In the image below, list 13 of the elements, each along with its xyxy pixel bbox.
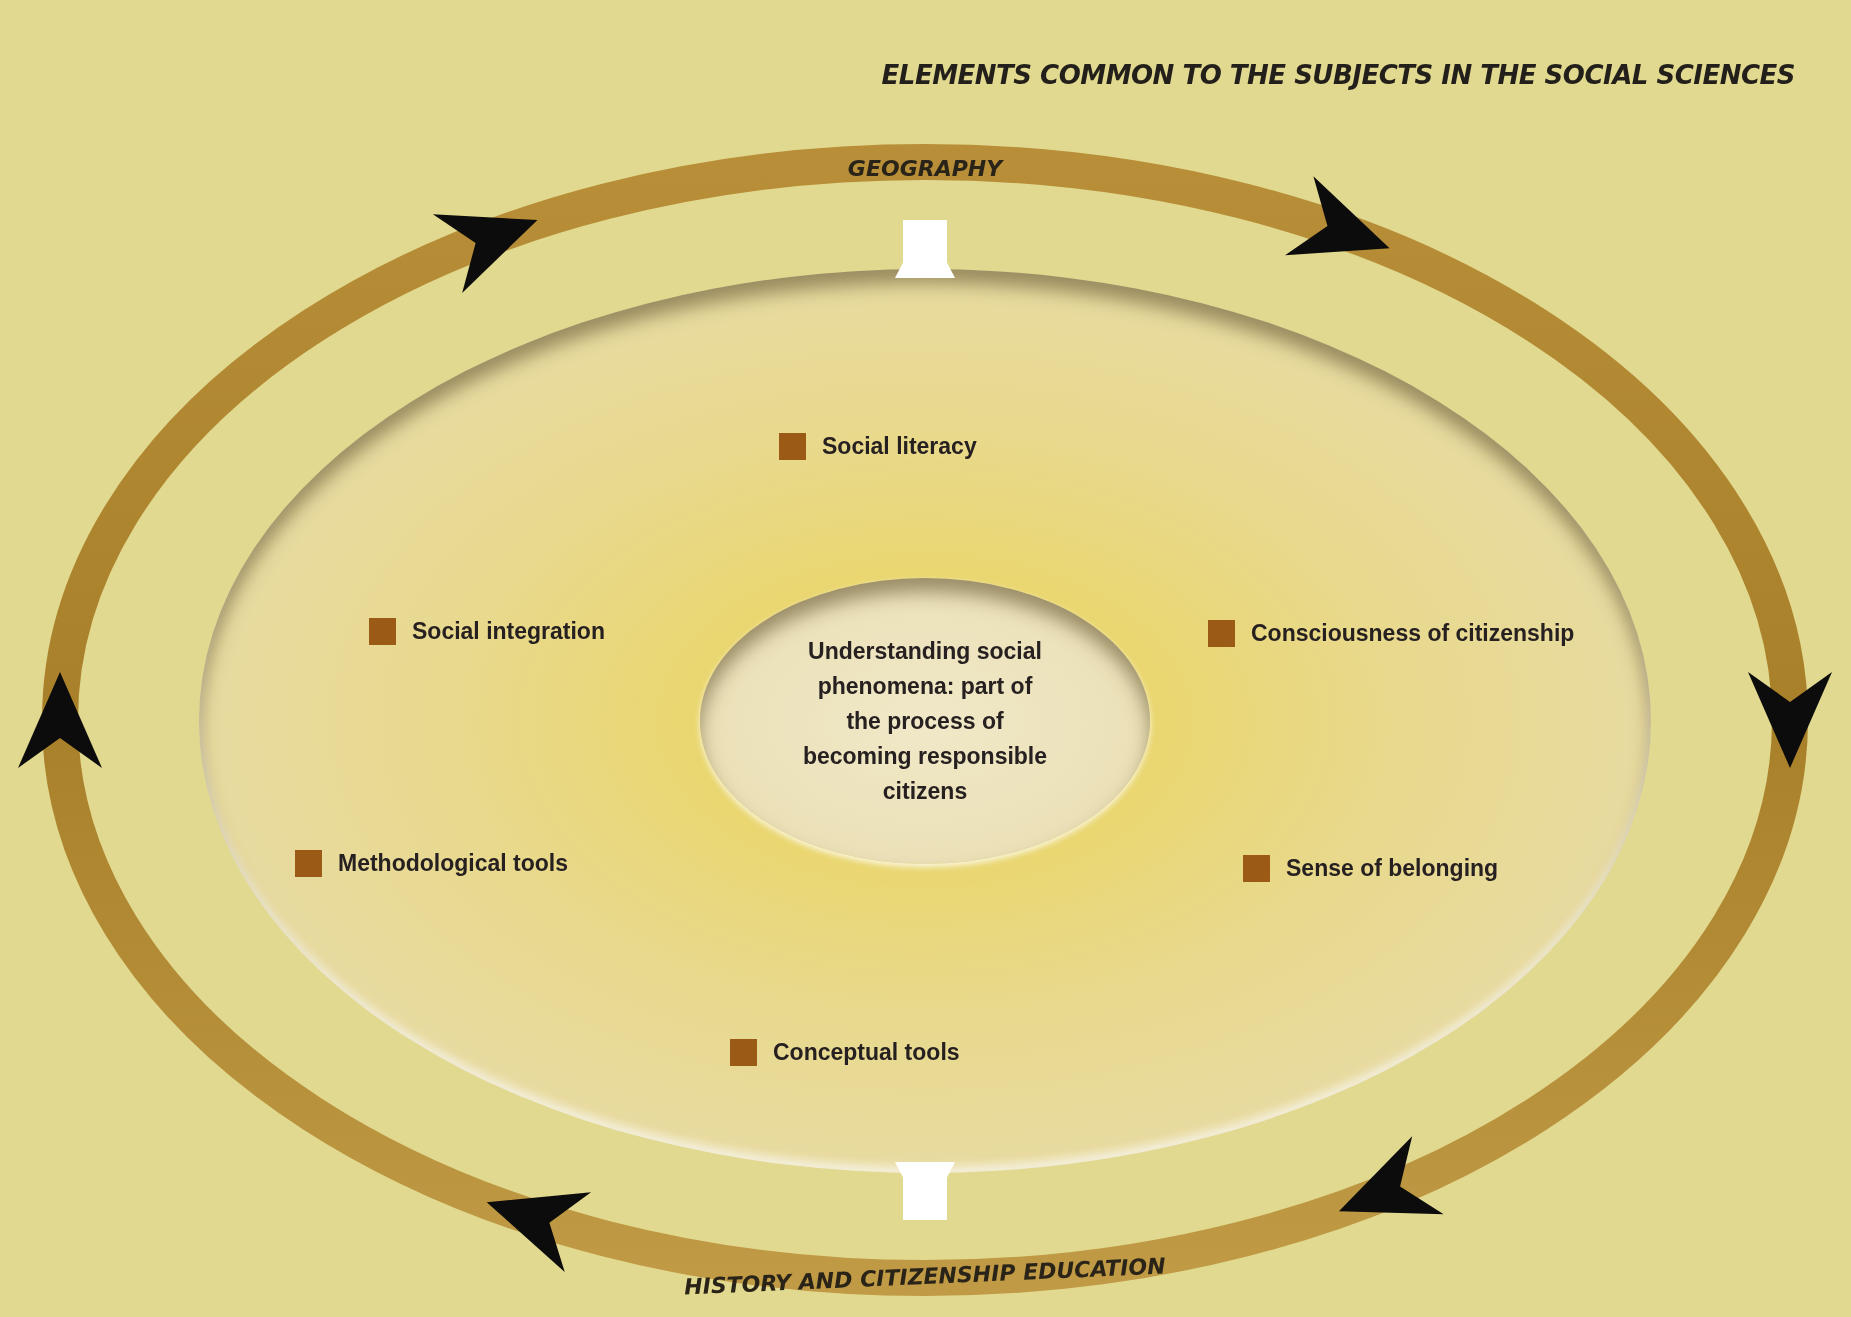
ring-band (42, 144, 1808, 1296)
list-item-text: Consciousness of citizenship (1251, 620, 1575, 647)
list-item-text: Conceptual tools (773, 1039, 960, 1066)
list-item-text: Social integration (412, 618, 605, 645)
ring-label: GEOGRAPHY (847, 156, 1003, 181)
list-item-text: Social literacy (822, 433, 977, 460)
list-item-text: Sense of belonging (1286, 855, 1499, 882)
title: ELEMENTS COMMON TO THE SUBJECTS IN THE SOCIAL SCIENCES (881, 60, 1795, 90)
center-text: Understanding social phenomena: part of the process of becoming responsible citizens (801, 636, 1049, 806)
block-arrow (895, 220, 955, 278)
list-item-text: Methodological tools (338, 850, 568, 877)
ring-label: HISTORY AND CITIZENSHIP EDUCATION (683, 1253, 1167, 1300)
block-arrow (895, 1162, 955, 1220)
